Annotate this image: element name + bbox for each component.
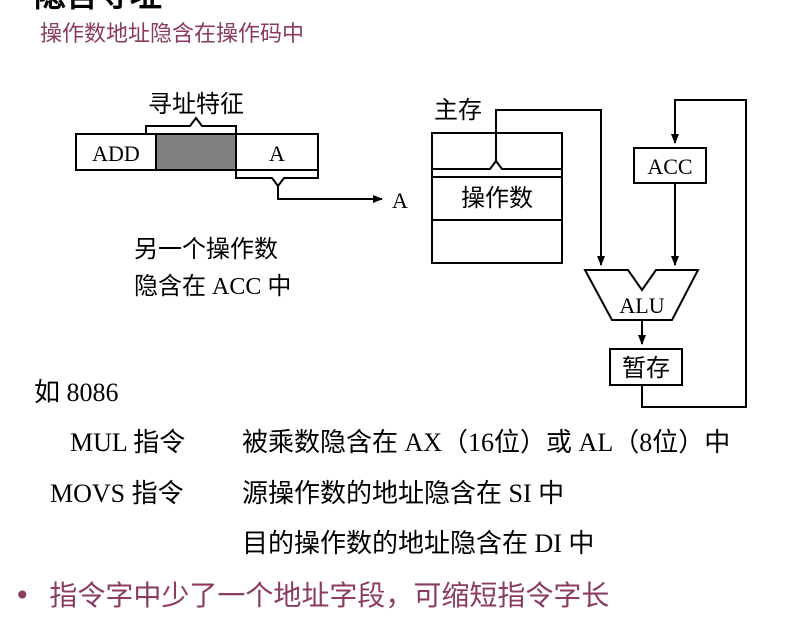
- implicit-note-line2: 隐含在 ACC 中: [134, 273, 291, 300]
- acc-register: [633, 147, 707, 184]
- slide-title: 隐含寻址: [34, 0, 162, 16]
- opcode-text: ADD: [92, 141, 140, 166]
- temp-label: 暂存: [622, 354, 670, 382]
- operand-cell-label: 操作数: [461, 184, 533, 212]
- temp-register: [609, 348, 683, 386]
- temp-to-acc-feedback: [641, 99, 747, 408]
- movs-desc-source: 源操作数的地址隐含在 SI 中: [242, 479, 565, 508]
- mul-instruction-desc: 被乘数隐含在 AX（16位）或 AL（8位）中: [242, 428, 731, 457]
- memory-address-label: A: [392, 188, 408, 213]
- memory-label: 主存: [434, 96, 482, 124]
- address-text: A: [269, 141, 285, 166]
- mul-instruction-name: MUL 指令: [70, 428, 186, 457]
- address-arrow: [277, 186, 383, 203]
- addr-feature-field: [155, 133, 237, 171]
- operand-to-alu-arrow: [495, 109, 605, 266]
- movs-instruction-name: MOVS 指令: [50, 479, 184, 508]
- implicit-note-line1: 另一个操作数: [134, 235, 278, 263]
- acc-label: ACC: [647, 154, 692, 179]
- bullet-text: 指令字中少了一个地址字段，可缩短指令字长: [49, 579, 610, 612]
- alu-label: ALU: [619, 293, 664, 318]
- alu: [583, 269, 700, 321]
- slide-subtitle: 操作数地址隐含在操作码中: [40, 22, 305, 47]
- addr-feature-brace: [145, 116, 237, 134]
- address-brace: [235, 170, 319, 188]
- example-intro: 如 8086: [34, 378, 119, 407]
- addr-feature-label: 寻址特征: [148, 90, 244, 118]
- instruction-word: ADD A: [75, 133, 319, 171]
- summary-bullet: • 指令字中少了一个地址字段，可缩短指令字长: [14, 574, 609, 614]
- address-field: [235, 133, 319, 171]
- opcode-field: [75, 133, 157, 171]
- movs-desc-dest: 目的操作数的地址隐含在 DI 中: [242, 529, 595, 558]
- bullet-symbol: •: [14, 579, 31, 612]
